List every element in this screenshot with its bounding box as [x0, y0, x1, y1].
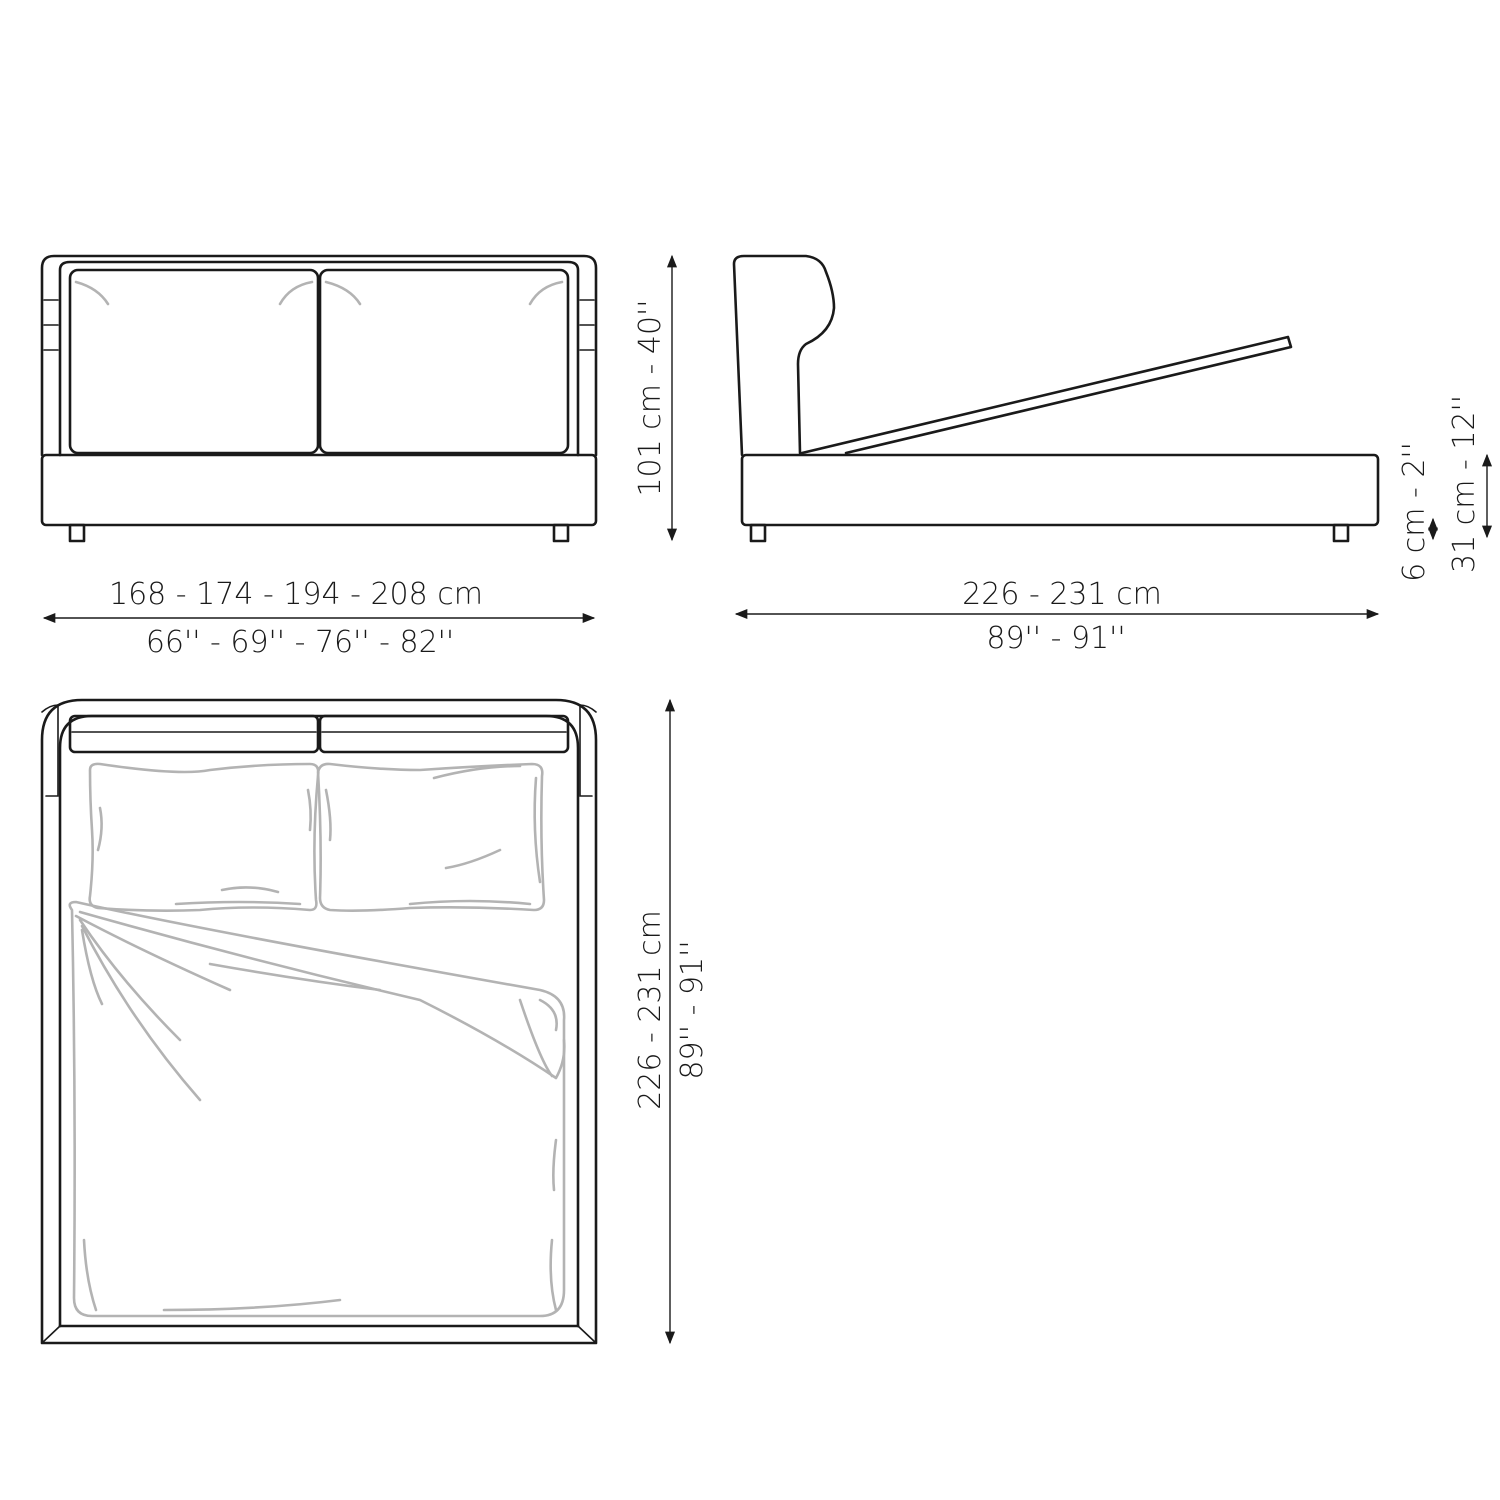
side-length-cm-label: 226 - 231 cm: [962, 577, 1162, 612]
top-cushion-right: [318, 714, 570, 754]
height-dimension: 101 cm - 40'': [633, 254, 678, 542]
side-lift-panel: [800, 335, 1293, 455]
top-length-in-label: 89'' - 91'': [675, 940, 710, 1079]
top-view: [40, 698, 598, 1345]
top-duvet: [68, 900, 566, 1318]
top-frame-inner: [58, 714, 580, 1328]
top-headboard-flap-left: [41, 704, 59, 797]
top-corner-right: [577, 1325, 597, 1344]
front-width-dimension: 168 - 174 - 194 - 208 cm 66'' - 69'' - 7…: [42, 577, 596, 660]
side-headboard: [732, 254, 836, 457]
side-leg-left: [749, 523, 767, 543]
side-bed-base: [740, 453, 1380, 527]
base-height-dimension: 31 cm - 12'': [1447, 395, 1493, 573]
height-label: 101 cm - 40'': [633, 299, 668, 496]
leg-height-label: 6 cm - 2'': [1397, 442, 1432, 582]
top-cushion-left: [68, 714, 320, 754]
front-leg-left: [68, 523, 86, 543]
top-length-cm-label: 226 - 231 cm: [633, 910, 668, 1110]
top-headboard-flap-right: [579, 704, 597, 797]
top-corner-left: [41, 1325, 61, 1344]
front-cushion-right: [318, 268, 570, 455]
side-leg-right: [1332, 523, 1350, 543]
front-bed-base: [40, 453, 598, 527]
front-side-marks: [43, 299, 595, 351]
pillow-right: [316, 762, 546, 912]
front-width-in-label: 66'' - 69'' - 76'' - 82'': [146, 625, 454, 660]
front-cushion-creases: [74, 280, 564, 306]
duvet-fold: [78, 910, 566, 1080]
front-headboard-inner: [58, 260, 580, 457]
duvet-outline: [68, 900, 566, 1318]
top-pillows: [88, 762, 546, 912]
front-view: [40, 254, 598, 543]
side-view: [732, 254, 1380, 543]
side-length-dimension: 226 - 231 cm 89'' - 91'': [734, 577, 1380, 656]
pillow-left: [88, 762, 320, 912]
front-headboard-frame: [40, 254, 598, 457]
front-leg-right: [552, 523, 570, 543]
top-frame-outer: [40, 698, 598, 1345]
front-cushion-left: [68, 268, 320, 455]
front-width-cm-label: 168 - 174 - 194 - 208 cm: [109, 577, 483, 612]
base-height-label: 31 cm - 12'': [1447, 395, 1482, 573]
leg-height-dimension: 6 cm - 2'': [1397, 442, 1439, 582]
side-length-in-label: 89'' - 91'': [986, 621, 1125, 656]
top-length-dimension: 226 - 231 cm 89'' - 91'': [633, 698, 710, 1345]
